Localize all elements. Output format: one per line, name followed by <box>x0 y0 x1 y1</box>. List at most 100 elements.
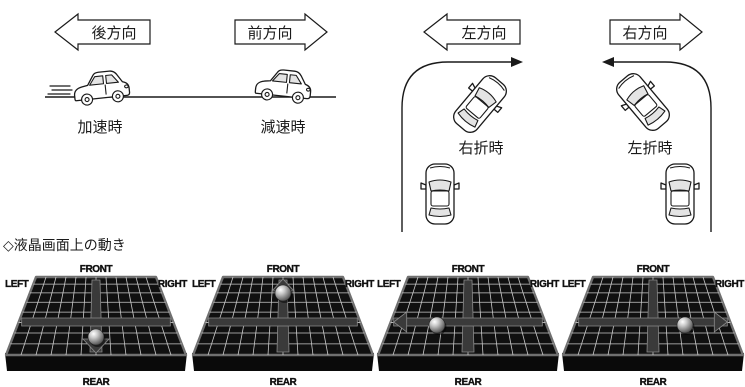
left-turn-road <box>612 61 712 232</box>
lcd-panel: FRONT LEFT RIGHT REAR <box>561 264 745 387</box>
left-direction-arrow <box>423 12 521 52</box>
grid-line <box>682 276 699 356</box>
grid-line <box>50 276 67 356</box>
grid-line <box>507 276 529 356</box>
right-label: RIGHT <box>345 279 374 290</box>
grid-line <box>407 276 429 356</box>
front-label: FRONT <box>267 264 300 275</box>
left-label: LEFT <box>5 279 29 290</box>
front-label: FRONT <box>80 264 113 275</box>
horizontal-axis-bar <box>578 317 728 327</box>
lcd-section: ◇液晶画面上の動き FRONT LEFT RIGHT REAR FRONT LE… <box>3 238 745 387</box>
acceleration-label: 加速時 <box>77 118 122 136</box>
front-label: FRONT <box>637 264 670 275</box>
grid-line <box>115 276 127 356</box>
grid-line <box>125 276 142 356</box>
grid-line <box>65 276 77 356</box>
straight-car-icon <box>660 163 700 225</box>
rear-label: REAR <box>640 377 668 387</box>
grid-line <box>662 276 669 356</box>
right-label: RIGHT <box>715 279 744 290</box>
decelerating-car-icon <box>253 66 314 106</box>
right-direction-arrow <box>609 12 703 52</box>
forward-label: 前方向 <box>247 24 292 42</box>
grid-line <box>607 276 624 356</box>
accelerating-car-icon <box>71 68 132 107</box>
grid-line <box>692 276 714 356</box>
grid-line <box>222 276 244 356</box>
direction-arrowhead <box>713 311 728 333</box>
grid-line <box>487 276 499 356</box>
lcd-panel: FRONT LEFT RIGHT REAR <box>376 264 560 387</box>
grid-line <box>292 276 299 356</box>
grid-line <box>332 276 359 356</box>
right-turning-car-icon <box>445 68 515 140</box>
right-turn-arrowhead <box>511 57 523 67</box>
rear-label: REAR <box>83 377 111 387</box>
panel-base <box>562 353 744 371</box>
horizontal-axis-bar <box>208 317 358 327</box>
grid-line <box>672 276 684 356</box>
backward-arrow <box>54 12 151 52</box>
lcd-grid-display <box>561 275 745 371</box>
vertical-axis-bar <box>646 279 660 353</box>
grid-line <box>312 276 329 356</box>
right-label: RIGHT <box>530 279 559 290</box>
g-sensor-ball <box>274 284 292 302</box>
grid-line <box>237 276 254 356</box>
panel-base <box>377 353 559 371</box>
grid-line <box>437 276 449 356</box>
left-label: LEFT <box>562 279 586 290</box>
grid-line <box>145 276 172 356</box>
grid-line <box>577 276 604 356</box>
straight-car-icon <box>420 163 460 225</box>
panel-base <box>5 353 187 371</box>
lcd-grid-display <box>376 275 560 371</box>
lcd-section-heading: ◇液晶画面上の動き <box>3 238 126 254</box>
left-turn-arrowhead <box>602 57 614 67</box>
right-label: RIGHT <box>158 279 187 290</box>
left-turn-label: 左折時 <box>627 139 672 157</box>
left-direction-label: 左方向 <box>461 24 506 42</box>
speed-lines <box>47 85 73 95</box>
panel-base <box>192 353 374 371</box>
right-turn-label: 右折時 <box>458 139 503 157</box>
g-sensor-ball <box>428 316 446 334</box>
grid-line <box>105 276 112 356</box>
grid-line <box>252 276 264 356</box>
horizontal-axis-bar <box>21 317 171 327</box>
grid-line <box>477 276 484 356</box>
grid-line <box>497 276 514 356</box>
rear-label: REAR <box>270 377 298 387</box>
grid-line <box>80 276 87 356</box>
grid-line <box>592 276 614 356</box>
lcd-panel: FRONT LEFT RIGHT REAR <box>4 264 188 387</box>
rear-label: REAR <box>455 377 483 387</box>
grid-line <box>622 276 634 356</box>
right-direction-label: 右方向 <box>622 24 667 42</box>
grid-line <box>207 276 234 356</box>
grid-line <box>517 276 544 356</box>
backward-label: 後方向 <box>91 24 136 42</box>
left-label: LEFT <box>192 279 216 290</box>
grid-line <box>267 276 274 356</box>
grid-line <box>422 276 439 356</box>
front-label: FRONT <box>452 264 485 275</box>
horizontal-axis-bar <box>393 317 543 327</box>
lateral-diagram: 左方向 右方向 右折時 左折時 <box>401 12 712 232</box>
direction-arrowhead <box>393 311 408 333</box>
g-sensor-ball <box>87 328 105 346</box>
deceleration-label: 減速時 <box>260 118 305 136</box>
forward-arrow <box>234 12 328 52</box>
lcd-grid-display <box>4 275 188 371</box>
grid-line <box>20 276 47 356</box>
vertical-axis-bar <box>461 279 475 353</box>
right-turn-road <box>401 61 513 232</box>
grid-line <box>135 276 157 356</box>
grid-line <box>637 276 644 356</box>
left-turning-car-icon <box>608 66 678 138</box>
lcd-grid-display <box>191 275 375 371</box>
lcd-panel: FRONT LEFT RIGHT REAR <box>191 264 375 387</box>
grid-line <box>35 276 57 356</box>
